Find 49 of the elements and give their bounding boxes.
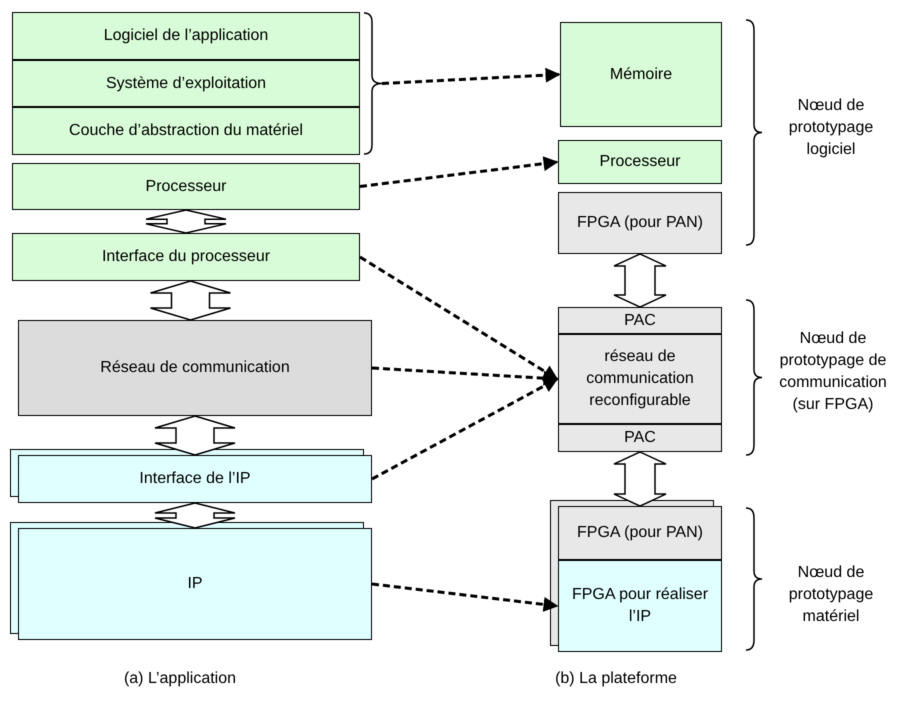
double-block-arrow	[613, 253, 667, 308]
process-box	[18, 455, 372, 503]
port-box	[558, 307, 722, 334]
node-label: FPGA (pour PAN)	[577, 213, 703, 233]
node-label: FPGA pour réaliser l’IP	[570, 585, 710, 627]
dashed-arrow	[359, 256, 558, 380]
process-box	[558, 334, 722, 424]
node-group-label: Nœud de prototypage logiciel	[788, 96, 874, 160]
node-label: réseau de communication reconfigurable	[585, 347, 695, 411]
process-box	[558, 506, 722, 560]
node-label: Interface de l’IP	[139, 469, 251, 489]
node-label: Mémoire	[610, 64, 672, 84]
curly-brace	[364, 12, 382, 155]
process-box	[558, 140, 722, 184]
double-block-arrow	[150, 280, 232, 321]
process-box	[18, 320, 372, 416]
process-box	[18, 528, 372, 640]
node-label: PAC	[624, 310, 656, 330]
process-box	[12, 163, 360, 210]
node-label: Logiciel de l’application	[104, 26, 268, 46]
node-group-label: Nœud de prototypage matériel	[788, 563, 874, 627]
double-block-arrow	[154, 502, 236, 529]
dashed-arrow	[371, 378, 558, 480]
node-label: IP	[187, 574, 203, 594]
subfigure-caption: (a) L’application	[122, 669, 238, 689]
node-label: Processeur	[146, 176, 226, 196]
port-box	[558, 424, 722, 452]
double-block-arrow	[613, 451, 667, 507]
double-block-arrow	[145, 209, 227, 234]
process-box	[558, 192, 722, 254]
process-box	[12, 107, 360, 155]
process-box	[12, 12, 360, 60]
node-label: Réseau de communication	[100, 358, 290, 378]
node-group-label: Nœud de prototypage de communication (sur FPGA)	[778, 329, 888, 415]
dashed-arrow	[360, 156, 558, 188]
process-box	[12, 233, 360, 281]
double-block-arrow	[154, 415, 236, 456]
node-label: PAC	[624, 428, 656, 448]
node-label: Système d’exploitation	[106, 74, 266, 94]
dashed-arrow	[382, 68, 560, 85]
node-label: Couche d’abstraction du matériel	[69, 121, 303, 141]
node-label: FPGA (pour PAN)	[577, 523, 703, 543]
process-box	[12, 60, 360, 107]
node-label: Processeur	[600, 152, 680, 172]
node-label: Interface du processeur	[102, 247, 270, 267]
process-box	[560, 22, 722, 127]
process-box	[558, 560, 722, 652]
dashed-arrow	[372, 582, 558, 612]
subfigure-caption: (b) La plateforme	[554, 669, 678, 689]
